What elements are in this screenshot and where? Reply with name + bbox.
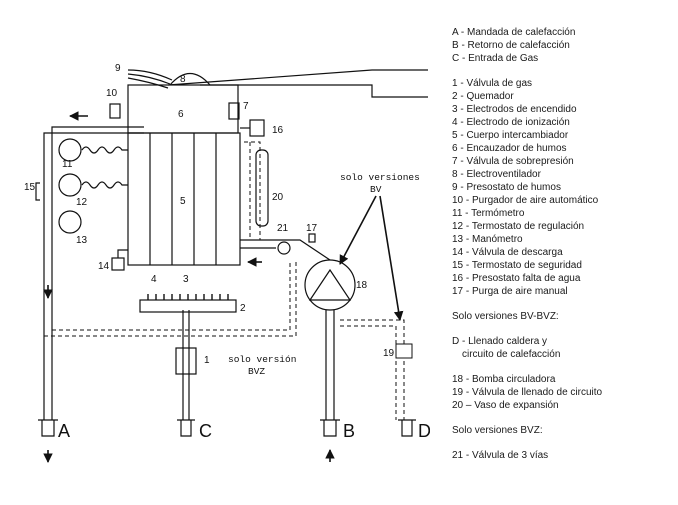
note-bvz-line2: BVZ — [248, 366, 265, 377]
num-6: 6 — [178, 109, 184, 120]
fill-line-d — [340, 319, 405, 420]
fan-housing — [169, 72, 211, 86]
legend-item: 5 - Cuerpo intercambiador — [452, 130, 569, 141]
three-way-valve — [277, 241, 291, 255]
legend-item: 16 - Presostato falta de agua — [452, 273, 581, 284]
manometer-dial — [58, 210, 82, 234]
leader-bv-2 — [379, 195, 404, 321]
legend-item: 9 - Presostato de humos — [452, 182, 561, 193]
num-8: 8 — [180, 74, 186, 85]
legend-item: 14 - Válvula de descarga — [452, 247, 563, 258]
num-17: 17 — [306, 223, 318, 234]
bv-dashed-line — [244, 141, 261, 240]
legend-d-line2: circuito de calefacción — [462, 349, 561, 360]
legend-item: 13 - Manómetro — [452, 234, 523, 245]
num-15: 15 — [24, 182, 36, 193]
num-14: 14 — [98, 261, 110, 272]
legend-letter-c: C - Entrada de Gas — [452, 53, 539, 64]
probe-coil-1 — [81, 146, 128, 154]
pressure-switch-wires — [127, 69, 173, 89]
gas-valve — [175, 347, 197, 375]
num-18: 18 — [356, 280, 368, 291]
note-bv-line1: solo versiones — [340, 172, 420, 183]
legend-item: 15 - Termostato de seguridad — [452, 260, 582, 271]
legend-bv-bvz-d: D - Llenado caldera y circuito de calefa… — [452, 335, 674, 361]
air-vent — [109, 103, 121, 119]
legend-item: 2 - Quemador — [452, 91, 514, 102]
legend-item: 6 - Encauzador de humos — [452, 143, 567, 154]
legend-bv-bvz-items: 18 - Bomba circuladora 19 - Válvula de l… — [452, 373, 674, 412]
num-19: 19 — [383, 348, 395, 359]
burner — [139, 299, 237, 313]
gas-pipe-c — [182, 310, 190, 420]
leader-bv-1 — [339, 195, 377, 265]
num-1: 1 — [204, 355, 210, 366]
legend-item: 12 - Termostato de regulación — [452, 221, 585, 232]
legend-item: 19 - Válvula de llenado de circuito — [452, 387, 603, 398]
bvz-dashed-line — [44, 260, 297, 337]
note-bvz-line1: solo versión — [228, 354, 296, 365]
legend-letter-a: A - Mandada de calefacción — [452, 27, 576, 38]
label-a: A — [58, 421, 70, 441]
flow-pipe-a — [43, 126, 144, 420]
num-11: 11 — [62, 159, 73, 170]
label-d: D — [418, 421, 430, 441]
legend-letter-b: B - Retorno de calefacción — [452, 40, 570, 51]
num-4: 4 — [151, 274, 157, 285]
legend-bvz-items: 21 - Válvula de 3 vías — [452, 449, 674, 462]
legend-item: 8 - Electroventilador — [452, 169, 541, 180]
legend-item: 20 – Vaso de expansión — [452, 400, 559, 411]
legend-heading-bv-bvz: Solo versiones BV-BVZ: — [452, 311, 559, 322]
return-pipe-b — [325, 310, 335, 420]
legend-item: 10 - Purgador de aire automático — [452, 195, 599, 206]
num-16: 16 — [272, 125, 284, 136]
legend-item: 4 - Electrodo de ionización — [452, 117, 570, 128]
label-c: C — [199, 421, 212, 441]
num-10: 10 — [106, 88, 118, 99]
heat-exchanger — [127, 132, 241, 266]
label-b: B — [343, 421, 355, 441]
boiler-schematic: A C B D 1 2 3 4 5 6 7 8 9 10 11 12 13 14… — [24, 63, 430, 463]
pressure-switch — [249, 119, 265, 137]
drain-valve — [111, 257, 125, 271]
legend-item: 7 - Válvula de sobrepresión — [452, 156, 574, 167]
legend-numbers: 1 - Válvula de gas 2 - Quemador 3 - Elec… — [452, 77, 674, 298]
num-7: 7 — [243, 101, 249, 112]
expansion-vessel — [255, 149, 269, 227]
note-bv-line2: BV — [370, 184, 382, 195]
circulation-pump — [304, 259, 356, 311]
thermostat-dial — [58, 173, 82, 197]
flue-pipe — [167, 69, 428, 98]
return-pipe — [240, 239, 331, 261]
num-20: 20 — [272, 192, 284, 203]
legend-item: 3 - Electrodos de encendido — [452, 104, 577, 115]
manual-air-purge — [308, 233, 316, 243]
num-9: 9 — [115, 63, 121, 74]
legend-item: 21 - Válvula de 3 vías — [452, 450, 549, 461]
legend-item: 11 - Termómetro — [452, 208, 525, 219]
num-2: 2 — [240, 303, 246, 314]
num-21: 21 — [277, 223, 289, 234]
legend-letters: A - Mandada de calefacción B - Retorno d… — [452, 26, 674, 65]
legend-d-line1: D - Llenado caldera y — [452, 336, 548, 347]
legend: A - Mandada de calefacción B - Retorno d… — [452, 26, 674, 474]
legend-heading-bvz: Solo versiones BVZ: — [452, 425, 543, 436]
legend-item: 18 - Bomba circuladora — [452, 374, 556, 385]
overpressure-valve — [228, 102, 240, 120]
num-3: 3 — [183, 274, 189, 285]
legend-item: 1 - Válvula de gas — [452, 78, 533, 89]
num-13: 13 — [76, 235, 88, 246]
num-5: 5 — [180, 196, 186, 207]
num-12: 12 — [76, 197, 88, 208]
fill-valve — [395, 343, 413, 359]
probe-coil-2 — [81, 181, 128, 189]
thermometer-dial — [58, 138, 82, 162]
legend-item: 17 - Purga de aire manual — [452, 286, 568, 297]
